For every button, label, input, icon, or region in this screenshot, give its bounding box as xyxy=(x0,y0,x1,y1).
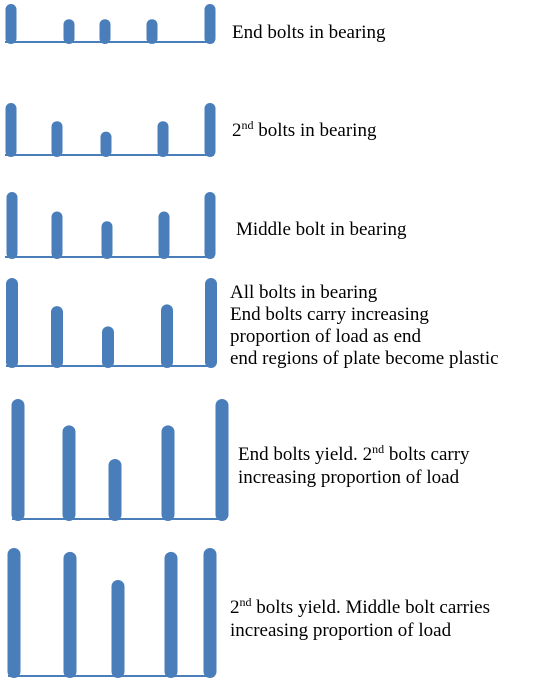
bolt-stage-3 xyxy=(5,192,216,259)
caption-stage-6-line-1: 2nd bolts yield. Middle bolt carries xyxy=(230,595,491,620)
caption-stage-5-line-1: End bolts yield. 2nd bolts carry xyxy=(238,442,470,467)
caption-stage-4-line-1: All bolts in bearing xyxy=(230,282,378,303)
caption-stage-5-text: End bolts yield. xyxy=(238,444,363,465)
caption-stage-4-line-2: End bolts carry increasing xyxy=(230,304,429,325)
caption-stage-2: 2nd bolts in bearing xyxy=(232,118,377,143)
caption-stage-2-text: bolts in bearing xyxy=(253,120,377,141)
caption-stage-6-prefix: 2 xyxy=(230,597,240,618)
caption-stage-4-line-3: proportion of load as end xyxy=(230,326,422,347)
caption-stage-5-line-2: increasing proportion of load xyxy=(238,467,460,488)
caption-stage-3: Middle bolt in bearing xyxy=(236,219,406,241)
bolt-stage-5 xyxy=(11,399,229,521)
caption-stage-2-sup: nd xyxy=(241,118,254,132)
caption-stage-3-line-1: Middle bolt in bearing xyxy=(236,219,407,240)
caption-stage-4-line-4: end regions of plate become plastic xyxy=(230,348,499,369)
caption-stage-4: All bolts in bearing End bolts carry inc… xyxy=(230,282,499,370)
caption-stage-5-sup: nd xyxy=(372,442,385,456)
caption-stage-6-sup: nd xyxy=(239,595,252,609)
bolt-stage-2 xyxy=(5,103,216,157)
bolt-stage-4 xyxy=(6,278,217,368)
caption-stage-6-text: bolts yield. Middle bolt carries xyxy=(251,597,491,618)
caption-stage-1: End bolts in bearing xyxy=(232,22,386,44)
caption-stage-5: End bolts yield. 2nd bolts carry increas… xyxy=(238,442,470,489)
caption-stage-6: 2nd bolts yield. Middle bolt carries inc… xyxy=(230,595,491,642)
caption-stage-6-line-2: increasing proportion of load xyxy=(230,620,452,641)
caption-stage-5-text2: bolts carry xyxy=(384,444,470,465)
caption-stage-1-line-1: End bolts in bearing xyxy=(232,22,386,43)
bolt-stage-1 xyxy=(5,4,216,44)
caption-stage-2-line-1: 2nd bolts in bearing xyxy=(232,118,377,143)
caption-stage-5-prefix: 2 xyxy=(362,444,373,465)
caption-stage-2-prefix: 2 xyxy=(232,120,242,141)
bolt-stage-6 xyxy=(7,548,217,678)
